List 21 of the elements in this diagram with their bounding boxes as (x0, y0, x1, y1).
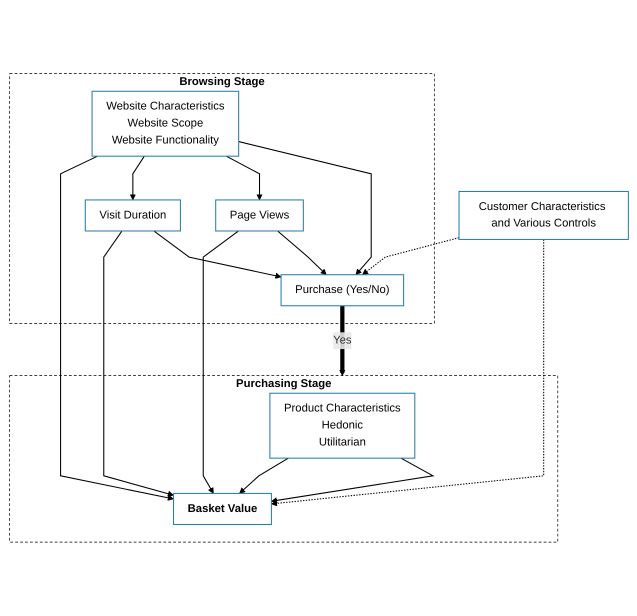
node-box: Visit Duration (84, 200, 180, 232)
edge-label: Yes (332, 334, 352, 346)
arrow (129, 156, 144, 200)
arrow (362, 237, 459, 276)
arrow (276, 230, 326, 276)
arrow (270, 240, 544, 507)
arrow (153, 230, 281, 279)
arrow (238, 458, 288, 494)
node-box: Website Characteristics Website Scope Website Functionality (91, 90, 239, 157)
arrow (270, 458, 434, 504)
node-box: Basket Value (172, 493, 272, 526)
arrow (102, 230, 174, 497)
arrow (202, 230, 238, 494)
arrow (238, 141, 372, 276)
node-box: Customer Characteristics and Various Controls (458, 191, 628, 240)
node-box: Product Characteristics Hedonic Utilitarian (268, 392, 415, 459)
node-box: Purchase (Yes/No) (280, 274, 404, 306)
arrow (60, 156, 174, 501)
arrow (338, 306, 345, 376)
arrow (226, 156, 262, 200)
node-box: Page Views (214, 200, 304, 232)
